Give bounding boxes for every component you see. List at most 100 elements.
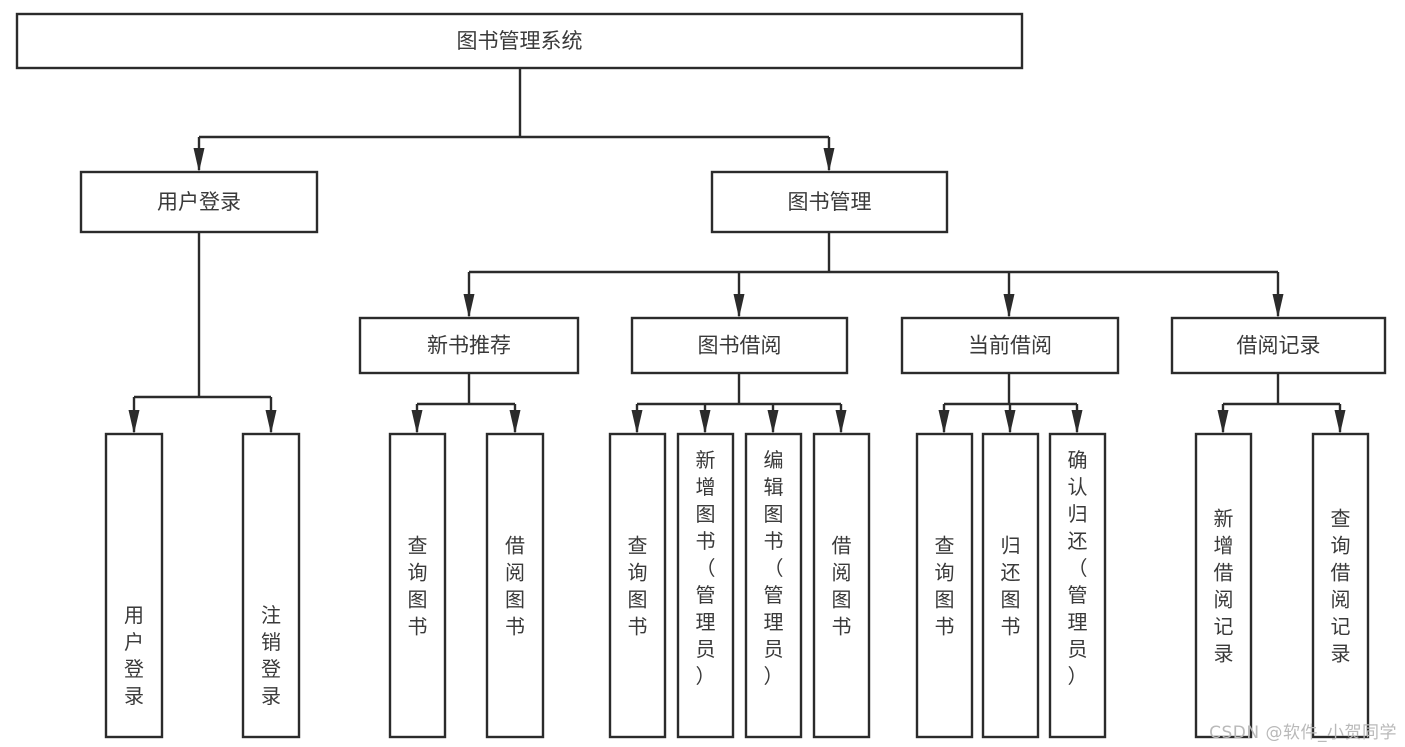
node-layer: 图书管理系统用户登录图书管理新书推荐图书借阅当前借阅借阅记录用户登录注销登录查询…	[15, 12, 1387, 739]
leaf-label-char: 录	[261, 684, 281, 708]
leaf-label-char: 阅	[1331, 588, 1351, 612]
leaf-box[interactable]	[1311, 432, 1370, 739]
arrow-head-icon	[631, 410, 643, 434]
leaf-label-char: 录	[1331, 642, 1351, 666]
connector-group-当前借阅	[938, 373, 1083, 434]
leaf-box[interactable]	[981, 432, 1040, 739]
arrow-head-icon	[1334, 410, 1346, 434]
arrow-head-icon	[1004, 410, 1016, 434]
level3-node-box[interactable]	[358, 316, 580, 375]
level3-node-借阅记录: 借阅记录	[1170, 316, 1387, 375]
leaf-label-char: 图	[628, 588, 648, 612]
leaf-label-char: 书	[408, 615, 428, 639]
leaf-box[interactable]	[485, 432, 545, 739]
root-node-label: 图书管理系统	[457, 29, 583, 53]
arrow-head-icon	[463, 294, 475, 318]
leaf-box[interactable]	[744, 432, 803, 739]
leaf-label-char: 图	[696, 502, 716, 526]
connector-group-用户登录	[128, 232, 277, 434]
leaf-label-char: 图	[764, 502, 784, 526]
leaf-box[interactable]	[388, 432, 447, 739]
leaf-label-char: 归	[1068, 502, 1088, 526]
leaf-label-char: 录	[1214, 642, 1234, 666]
arrow-head-icon	[823, 148, 835, 172]
leaf-label-char: 管	[764, 583, 784, 607]
leaf-box[interactable]	[241, 432, 301, 739]
leaf-box[interactable]	[1194, 432, 1253, 739]
leaf-label-char: 注	[261, 603, 281, 627]
leaf-label-char: 查	[628, 534, 648, 558]
leaf-label-char: （	[1068, 556, 1088, 580]
leaf-label-char: 图	[505, 588, 525, 612]
leaf-label-char: 借	[1331, 561, 1351, 585]
root-node-box[interactable]	[15, 12, 1024, 70]
level2-node-label: 用户登录	[157, 190, 241, 214]
leaf-box[interactable]	[608, 432, 667, 739]
connector-group-新书推荐	[411, 373, 521, 434]
connector-group-借阅记录	[1217, 373, 1346, 434]
leaf-label-char: 认	[1068, 475, 1088, 499]
level3-node-label: 新书推荐	[427, 334, 511, 358]
leaf-label-char: 询	[408, 561, 428, 585]
level3-node-新书推荐: 新书推荐	[358, 316, 580, 375]
leaf-label-char: 借	[1214, 561, 1234, 585]
arrow-head-icon	[767, 410, 779, 434]
leaf-box[interactable]	[1048, 432, 1107, 739]
level2-node-用户登录: 用户登录	[79, 170, 319, 234]
arrow-head-icon	[509, 410, 521, 434]
leaf-label-char: （	[696, 556, 716, 580]
leaf-box[interactable]	[812, 432, 871, 739]
leaf-box[interactable]	[915, 432, 974, 739]
leaf-label-char: 增	[1214, 534, 1234, 558]
leaf-label-char: 借	[832, 534, 852, 558]
leaf-label-char: 登	[261, 657, 281, 681]
level3-node-当前借阅: 当前借阅	[900, 316, 1120, 375]
leaf-label-char: 管	[1068, 583, 1088, 607]
level3-node-box[interactable]	[900, 316, 1120, 375]
leaf-box[interactable]	[676, 432, 735, 739]
leaf-label-char: 增	[696, 475, 716, 499]
connector-group-图书借阅	[631, 373, 847, 434]
leaf-label-char: 图	[832, 588, 852, 612]
leaf-label-char: 查	[935, 534, 955, 558]
leaf-label-char: 辑	[764, 475, 784, 499]
leaf-label-char: （	[764, 556, 784, 580]
arrow-head-icon	[1003, 294, 1015, 318]
level3-node-box[interactable]	[630, 316, 849, 375]
leaf-label-char: 书	[1001, 615, 1021, 639]
level2-node-box[interactable]	[79, 170, 319, 234]
arrow-head-icon	[1071, 410, 1083, 434]
level3-node-box[interactable]	[1170, 316, 1387, 375]
arrow-head-icon	[1272, 294, 1284, 318]
arrow-head-icon	[733, 294, 745, 318]
arrow-head-icon	[1217, 410, 1229, 434]
leaf-label-char: 查	[1331, 507, 1351, 531]
leaf-label-char: 书	[764, 529, 784, 553]
level3-node-label: 图书借阅	[698, 334, 782, 358]
leaf-box[interactable]	[104, 432, 164, 739]
leaf-label-char: 员	[764, 637, 784, 661]
leaf-label-char: 阅	[832, 561, 852, 585]
arrow-head-icon	[193, 148, 205, 172]
connector-group-图书管理	[463, 232, 1284, 318]
connector-group-图书管理系统	[193, 68, 835, 172]
leaf-label-char: 书	[935, 615, 955, 639]
leaf-label-char: 理	[696, 610, 716, 634]
leaf-label-char: 查	[408, 534, 428, 558]
leaf-label-char: ）	[764, 664, 784, 688]
leaf-label-char: 阅	[505, 561, 525, 585]
level2-node-box[interactable]	[710, 170, 949, 234]
leaf-label-char: 确	[1068, 448, 1088, 472]
